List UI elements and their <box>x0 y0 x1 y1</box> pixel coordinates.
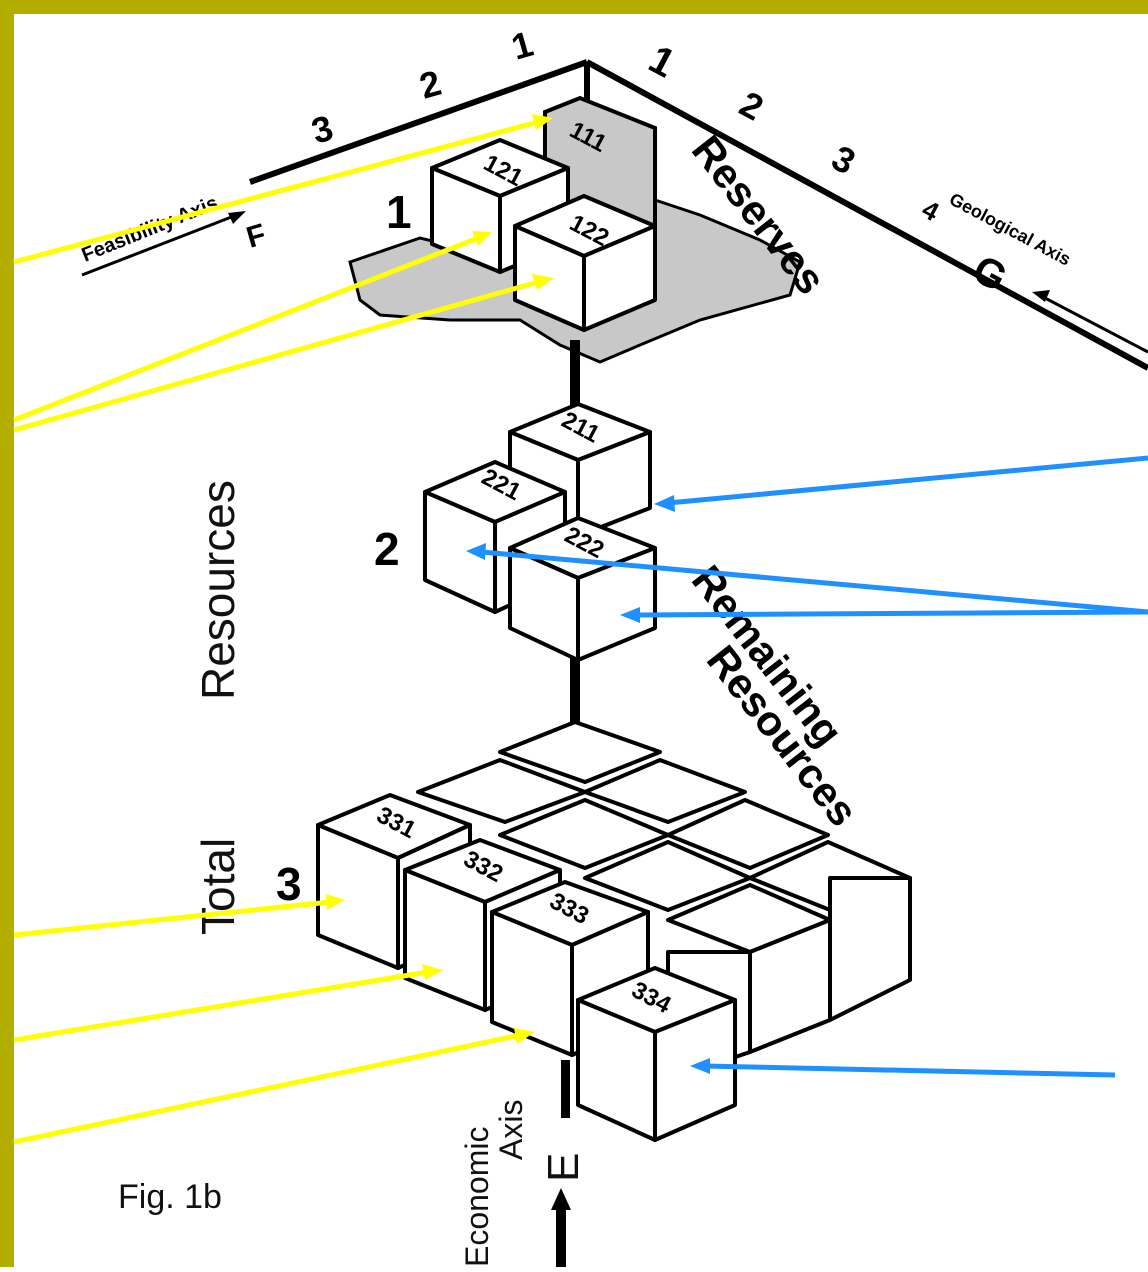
level-2-label: 2 <box>374 523 400 575</box>
geological-axis-line <box>585 59 1148 371</box>
callout-remaining-221 <box>481 549 1148 615</box>
economic-axis-label-line2: Axis <box>493 1100 529 1160</box>
frame-top <box>0 0 1148 14</box>
callout-reserves-122 <box>13 279 539 433</box>
total-cube-334 <box>576 966 737 1142</box>
economic-axis-upper <box>561 1060 570 1118</box>
feasibility-axis-line <box>248 59 589 185</box>
remaining-cube-222 <box>508 516 657 662</box>
economic-axis-symbol: E <box>539 1153 588 1182</box>
total-resources-label-line2: Resources <box>192 480 244 700</box>
economic-axis-arrowhead <box>551 1188 571 1210</box>
level-1-label: 1 <box>386 186 412 238</box>
callout-total-331 <box>13 899 331 938</box>
callout-reserves-111 <box>13 119 539 265</box>
connector-1-2 <box>570 340 580 418</box>
frame-left <box>0 0 14 1267</box>
figure-caption: Fig. 1b <box>118 1178 222 1216</box>
geological-arrow <box>1044 296 1148 354</box>
yellow-callouts <box>13 119 539 1145</box>
blue-callouts <box>481 455 1148 1078</box>
callout-reserves-121 <box>13 235 479 423</box>
total-resources-label-line1: Total <box>192 838 244 935</box>
feasibility-arrow <box>81 214 235 277</box>
reserves-cube-122 <box>513 194 657 332</box>
blue-arrowheads <box>466 495 710 1074</box>
connector-2-3 <box>570 650 580 726</box>
level-3-label: 3 <box>276 858 302 910</box>
callout-remaining-211 <box>667 455 1148 506</box>
yellow-arrowheads <box>326 114 554 1044</box>
callout-remaining-222 <box>635 609 1148 618</box>
economic-axis-lower <box>556 1210 566 1267</box>
geological-arrowhead <box>1032 290 1050 302</box>
economic-axis-label-line1: Economic <box>459 1127 495 1268</box>
callout-total-334 <box>703 1063 1116 1078</box>
callout-total-332 <box>13 969 429 1043</box>
callout-total-333 <box>13 1032 521 1145</box>
feasibility-arrowhead <box>228 211 246 224</box>
